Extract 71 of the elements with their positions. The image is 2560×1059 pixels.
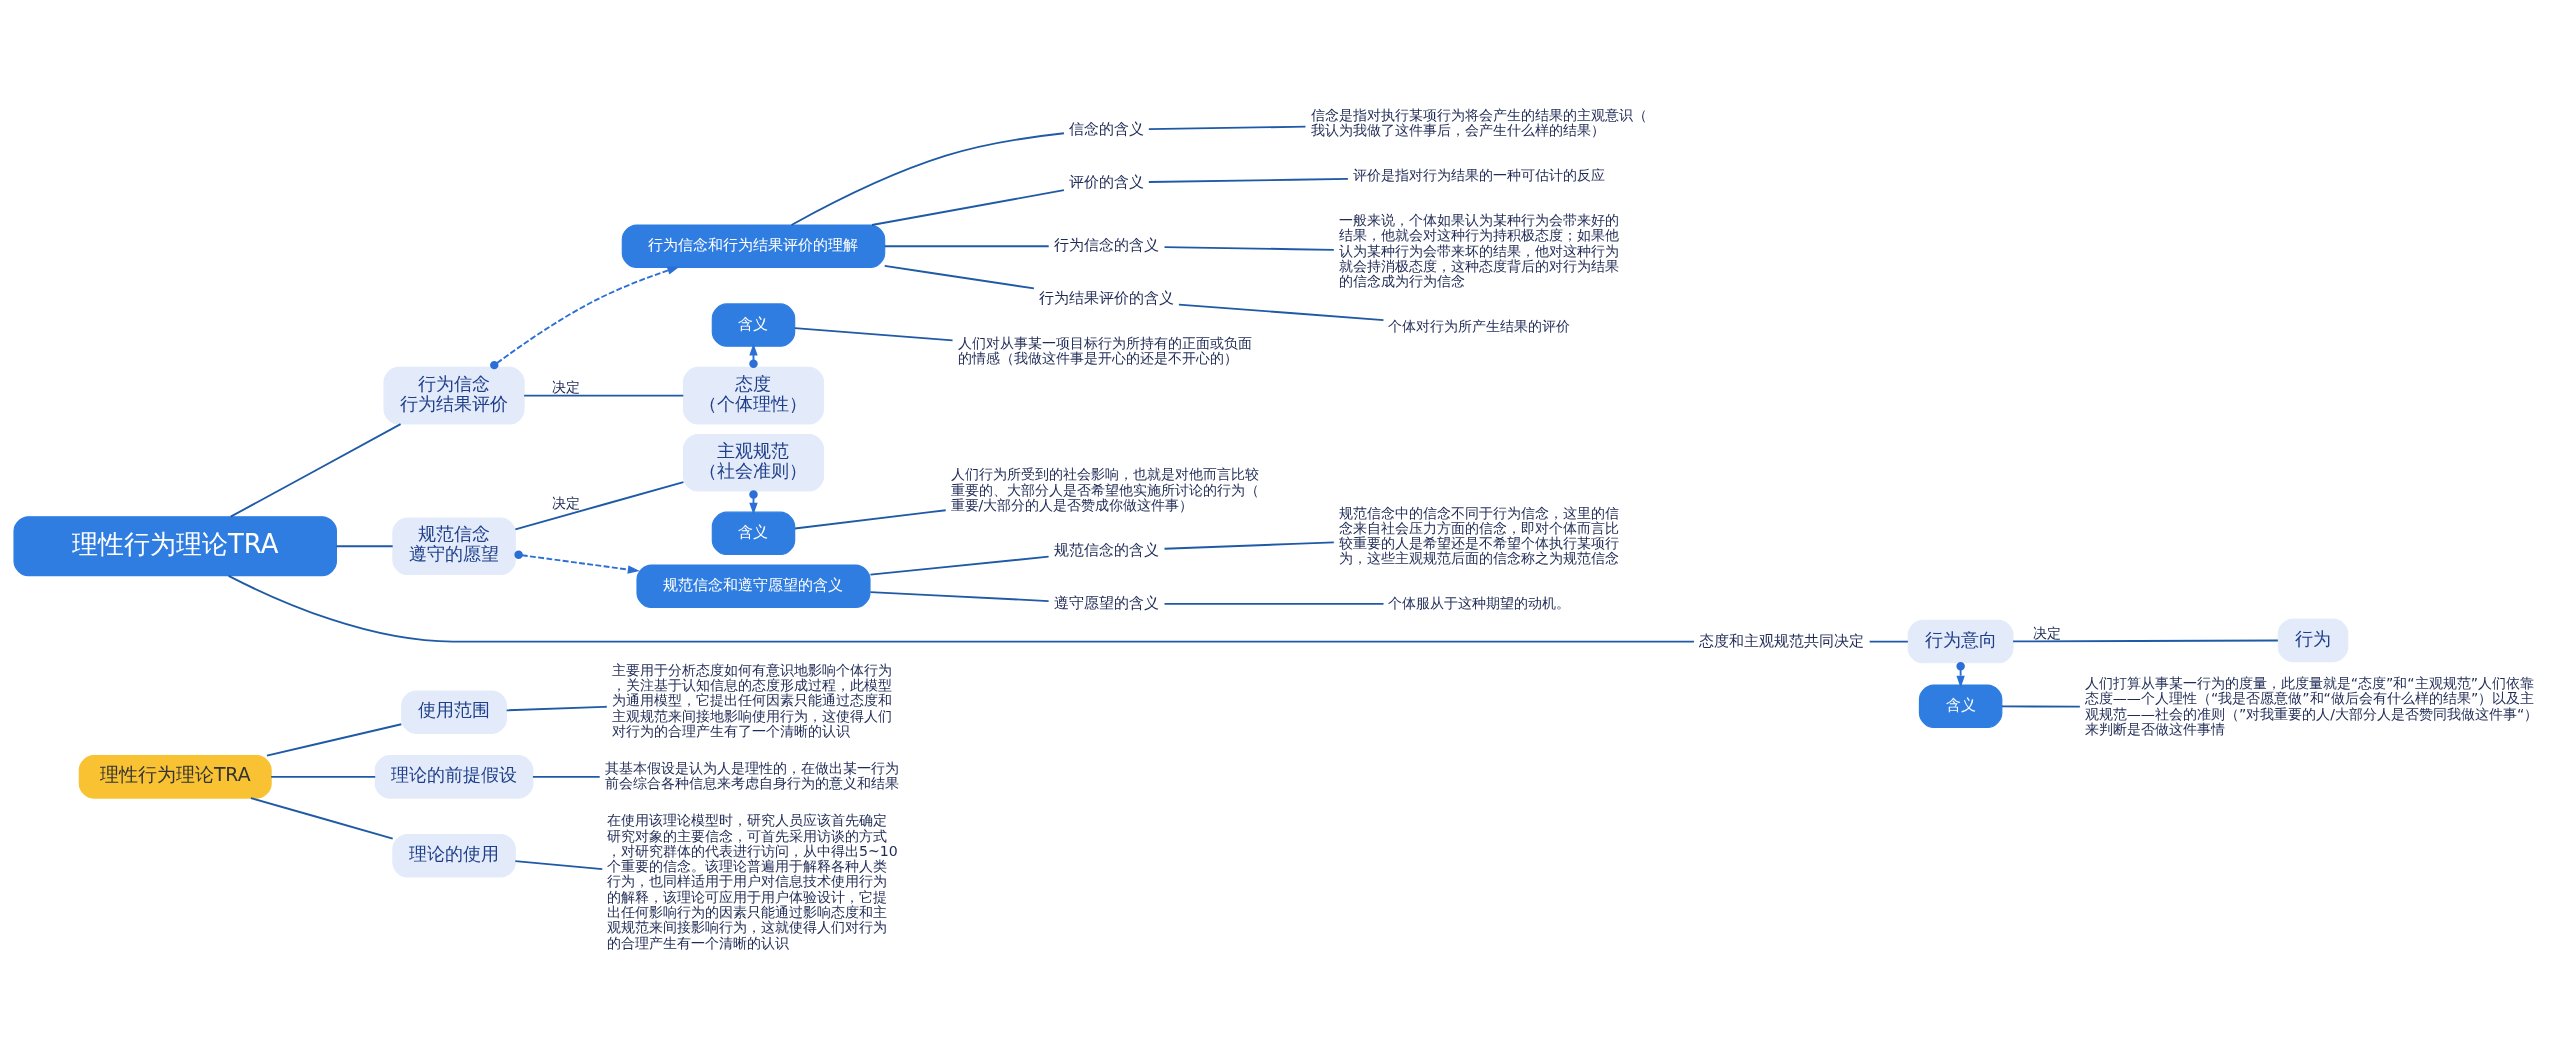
- connector: [514, 481, 685, 531]
- connector: [883, 264, 1035, 290]
- node-text: 态度和主观规范共同决定: [1699, 631, 1865, 650]
- node-text: 在使用该理论模型时，研究人员应该首先确定研究对象的主要信念，可首先采用访谈的方式，对研究群体的代表进行访问，从中得出5~10个重要的信念。该理论普遍用于解释各种人类行为，也同样适用于用户对信息技术使用行为的解释，该理论可应用于用户体验设计，它提出任何影响行为的因素只能通过影响态度和主观规范来间接影响行为，这就使得人们对行为的合理产生有一个清晰的认识: [607, 812, 898, 951]
- node-text: 人们行为所受到的社会影响，也就是对他而言比较重要的、大部分人是否希望他实施所讨论的行为（重要/大部分的人是否赞成你做这件事）: [950, 466, 1259, 513]
- connector: [883, 245, 1050, 248]
- connector: [869, 555, 1050, 576]
- node-text: 其基本假设是认为人是理性的，在做出某一行为前会综合各种信息来考虑自身行为的意义和结果: [604, 759, 899, 792]
- node-box: 理论的使用: [392, 833, 516, 878]
- connector: [1163, 602, 1385, 605]
- edge-label: 决定: [552, 495, 581, 512]
- node-box: 规范信念和遵守愿望的含义: [636, 564, 871, 609]
- node-text: 评价是指对行为结果的一种可估计的反应: [1352, 167, 1605, 184]
- node-box: 含义: [711, 511, 796, 556]
- connector: [870, 189, 1065, 226]
- connector: [249, 797, 394, 840]
- node-box: 含义: [711, 303, 796, 347]
- connector: [505, 705, 608, 712]
- node-text: 信念是指对执行某项行为将会产生的结果的主观意识（我认为我做了这件事后，会产生什么样的结果）: [1310, 106, 1647, 139]
- node-text: 评价的含义: [1068, 172, 1144, 191]
- node-box: 理性行为理论TRA: [13, 516, 337, 577]
- connector: [1163, 541, 1335, 550]
- connector: [531, 775, 601, 778]
- connector: [229, 423, 402, 518]
- node-text: 行为信念的含义: [1053, 236, 1159, 255]
- connector: [270, 775, 377, 778]
- node-box: 态度（个体理性）: [682, 366, 825, 425]
- node-text: 人们对从事某一项目标行为所持有的正面或负面的情感（我做这件事是开心的还是不开心的）: [957, 335, 1252, 367]
- connector: [2012, 639, 2279, 643]
- arrow: [490, 266, 680, 370]
- connector: [1177, 303, 1385, 322]
- arrow: [514, 550, 640, 574]
- edge-label: 决定: [2032, 624, 2061, 641]
- connector: [1868, 640, 1909, 643]
- node-text: 规范信念中的信念不同于行为信念，这里的信念来自社会压力方面的信念，即对个体而言比较重要的人是希望还是不希望个体执行某项行为，这些主观规范后面的信念称之为规范信念: [1338, 504, 1619, 567]
- node-box: 行为: [2277, 618, 2349, 663]
- arrow: [749, 343, 758, 368]
- arrow: [1956, 662, 1965, 688]
- connector: [523, 394, 685, 397]
- node-text: 行为结果评价的含义: [1038, 289, 1174, 308]
- connector: [2001, 705, 2081, 708]
- connector: [793, 327, 954, 342]
- node-box: 理性行为理论TRA: [78, 755, 272, 799]
- node-text: 信念的含义: [1068, 119, 1144, 138]
- node-text: 个体服从于这种期望的动机。: [1388, 594, 1571, 611]
- connector: [793, 509, 947, 530]
- node-box: 行为信念行为结果评价: [383, 366, 525, 425]
- connector: [1147, 125, 1307, 131]
- node-text: 个体对行为所产生结果的评价: [1388, 318, 1571, 335]
- node-text: 一般来说，个体如果认为某种行为会带来好的结果，他就会对这种行为持积极态度；如果他认为某种行为会带来坏的结果，他对这种行为就会持消极态度，这种态度背后的对行为结果的信念成为行为信念: [1338, 212, 1619, 290]
- node-box: 主观规范（社会准则）: [682, 433, 825, 492]
- node-text: 遵守愿望的含义: [1053, 593, 1159, 612]
- connector: [1147, 177, 1349, 183]
- connector: [514, 860, 604, 871]
- node-box: 行为信念和行为结果评价的理解: [621, 224, 886, 268]
- node-box: 使用范围: [401, 690, 507, 734]
- connector: [869, 591, 1050, 602]
- connector: [266, 723, 403, 757]
- node-text: 人们打算从事某一行为的度量，此度量就是“态度”和“主观规范”人们依靠态度——个人理性（“我是否愿意做”和“做后会有什么样的结果”）以及主观规范——社会的准则（”对我重要的人/大部分人是否赞同我做这件事“）来判断是否做这件事情: [2084, 675, 2539, 738]
- node-text: 主要用于分析态度如何有意识地影响个体行为，关注基于认知信息的态度形成过程，此模型为通用模型，它提出任何因素只能通过态度和主观规范来间接地影响使用行为，这使得人们对行为的合理产生有了一个清晰的认识: [611, 661, 892, 739]
- node-box: 规范信念遵守的愿望: [392, 517, 516, 576]
- edge-label: 决定: [552, 378, 581, 395]
- node-box: 理论的前提假设: [374, 755, 534, 799]
- connector: [335, 545, 394, 548]
- arrow: [749, 490, 758, 515]
- connector: [790, 132, 1065, 226]
- node-text: 规范信念的含义: [1053, 540, 1159, 559]
- connector: [227, 574, 1695, 643]
- node-box: 含义: [1918, 684, 2003, 729]
- node-box: 行为意向: [1907, 619, 2014, 664]
- connector: [1163, 246, 1335, 251]
